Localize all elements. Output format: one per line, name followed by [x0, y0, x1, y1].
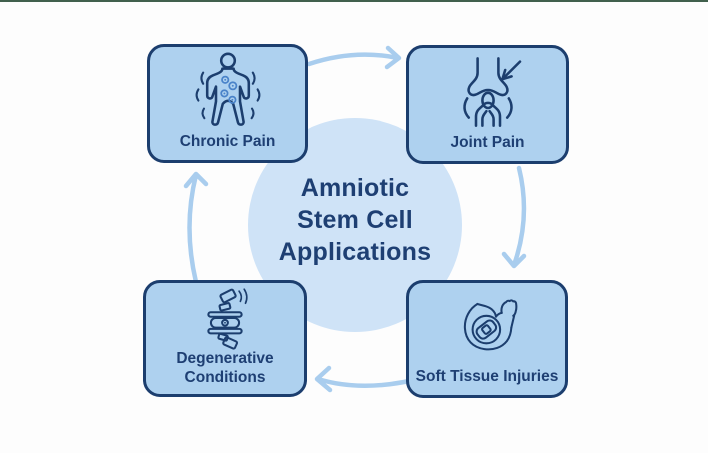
title-line-2: Stem Cell	[297, 206, 413, 234]
chronic-pain-body-icon	[188, 47, 268, 133]
joint-pain-knee-icon	[448, 48, 528, 134]
arrow-bottom-icon	[314, 365, 417, 393]
top-edge-line	[0, 0, 708, 2]
degenerative-spine-icon	[193, 283, 257, 350]
node-joint-pain: Joint Pain	[406, 45, 569, 164]
soft-tissue-arm-icon	[455, 283, 519, 368]
node-degenerative-conditions: Degenerative Conditions	[143, 280, 307, 397]
node-chronic-pain: Chronic Pain	[147, 44, 308, 163]
arrow-right-icon	[501, 165, 527, 269]
title-line-3: Applications	[278, 238, 432, 266]
arrow-top-icon	[306, 45, 402, 70]
title-line-1: Amniotic	[300, 174, 410, 202]
diagram-title: Amniotic Stem Cell Applications	[279, 172, 431, 268]
node-soft-tissue-injuries: Soft Tissue Injuries	[406, 280, 568, 398]
node-label-joint-pain: Joint Pain	[450, 133, 525, 151]
node-label-soft-tissue-injuries: Soft Tissue Injuries	[415, 367, 559, 385]
node-label-chronic-pain: Chronic Pain	[179, 132, 276, 150]
node-label-degenerative-conditions: Degenerative Conditions	[176, 350, 274, 386]
arrow-left-icon	[183, 171, 209, 285]
